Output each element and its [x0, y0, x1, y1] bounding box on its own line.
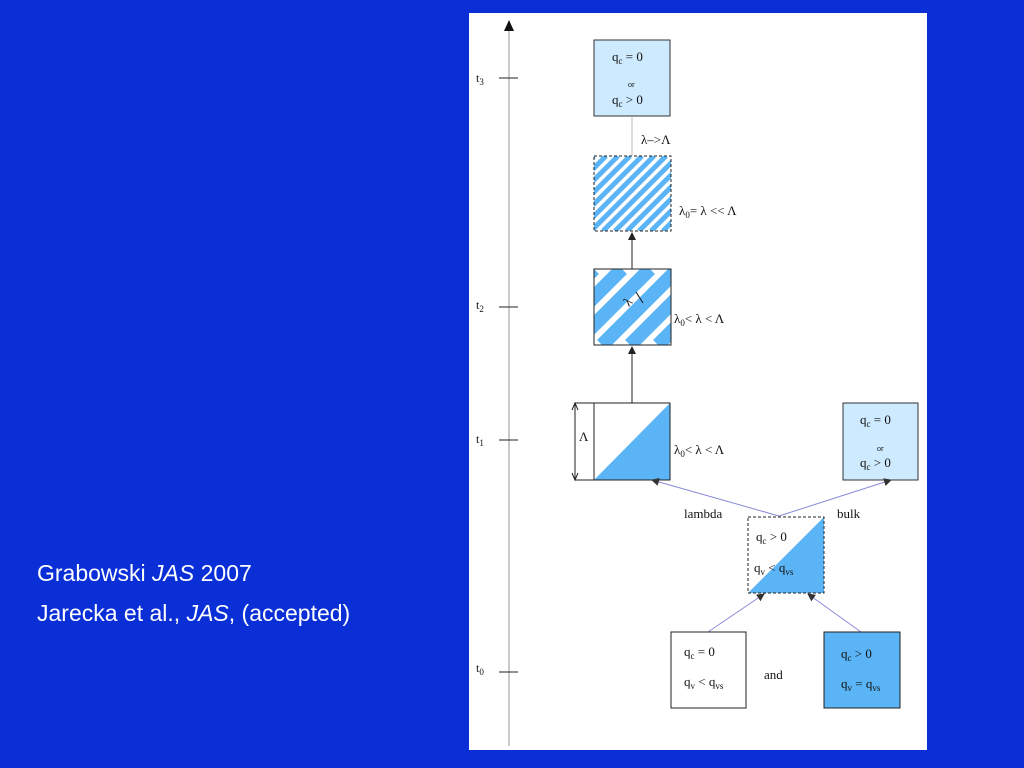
- citation-grabowski: Grabowski JAS 2007: [37, 553, 350, 593]
- arrow-from-dry: [707, 593, 765, 633]
- wide-stripe-box: [593, 268, 672, 346]
- branch-bulk-label: bulk: [837, 506, 861, 521]
- top-box-line1: qc = 0: [612, 49, 643, 67]
- lambda-branch-fill: [594, 403, 670, 480]
- lambda-width-marker: [635, 291, 644, 304]
- wide-stripes: [594, 269, 671, 345]
- dense-stripe-box: [593, 155, 672, 232]
- citation-year: 2007: [194, 560, 252, 586]
- top-box-line2: qc > 0: [612, 92, 643, 110]
- mixed-box-line2: qv < qvs: [754, 560, 794, 578]
- mixed-box-line1: qc > 0: [756, 529, 787, 547]
- bulk-box-line1: qc = 0: [860, 412, 891, 430]
- t2-condition-label: λ0< λ < Λ: [674, 311, 725, 329]
- t1-label: t1: [476, 432, 484, 448]
- citation-journal: JAS: [186, 600, 229, 626]
- citations: Grabowski JAS 2007 Jarecka et al., JAS, …: [37, 553, 350, 633]
- diagram-graphics: [499, 20, 919, 746]
- citation-author: Jarecka et al.,: [37, 600, 187, 626]
- t1-condition-label: λ0< λ < Λ: [674, 442, 725, 460]
- dense-stripes: [594, 156, 671, 231]
- cloudy-air-box: [823, 631, 901, 709]
- dry-air-box: [670, 631, 747, 709]
- diagram-panel: t3 t2 t1 t0 qc = 0 or qc > 0 λ–>Λ λ0= λ …: [469, 13, 927, 750]
- top-state-box: [593, 39, 671, 117]
- time-axis-arrow-icon: [504, 20, 514, 31]
- dense-condition-label: λ0= λ << Λ: [679, 203, 737, 221]
- top-box-or: or: [628, 80, 635, 89]
- citation-jarecka: Jarecka et al., JAS, (accepted): [37, 593, 350, 633]
- Lambda-height-label: Λ: [579, 429, 589, 444]
- citation-author: Grabowski: [37, 560, 153, 586]
- arrow-to-bulk-branch: [778, 478, 892, 517]
- citation-status: , (accepted): [228, 600, 351, 626]
- dry-box-line1: qc = 0: [684, 644, 715, 662]
- t2-label: t2: [476, 298, 484, 314]
- branch-lambda-label: lambda: [684, 506, 723, 521]
- bulk-box-or: or: [877, 444, 884, 453]
- bulk-box-line2: qc > 0: [860, 455, 891, 473]
- t3-label: t3: [476, 71, 484, 87]
- cloudy-box-line2: qv = qvs: [841, 676, 881, 694]
- arrow-to-lambda-branch: [651, 478, 780, 517]
- dry-box-line2: qv < qvs: [684, 674, 724, 692]
- mixed-state-box: [747, 516, 825, 594]
- arrow-from-cloudy: [807, 593, 862, 633]
- mixed-state-fill: [748, 517, 824, 593]
- bulk-state-box: [842, 402, 919, 481]
- cloudy-box-line1: qc > 0: [841, 646, 872, 664]
- lambda-to-Lambda-label: λ–>Λ: [641, 132, 671, 147]
- citation-journal: JAS: [152, 560, 195, 586]
- and-label: and: [764, 667, 783, 682]
- t0-label: t0: [476, 661, 484, 677]
